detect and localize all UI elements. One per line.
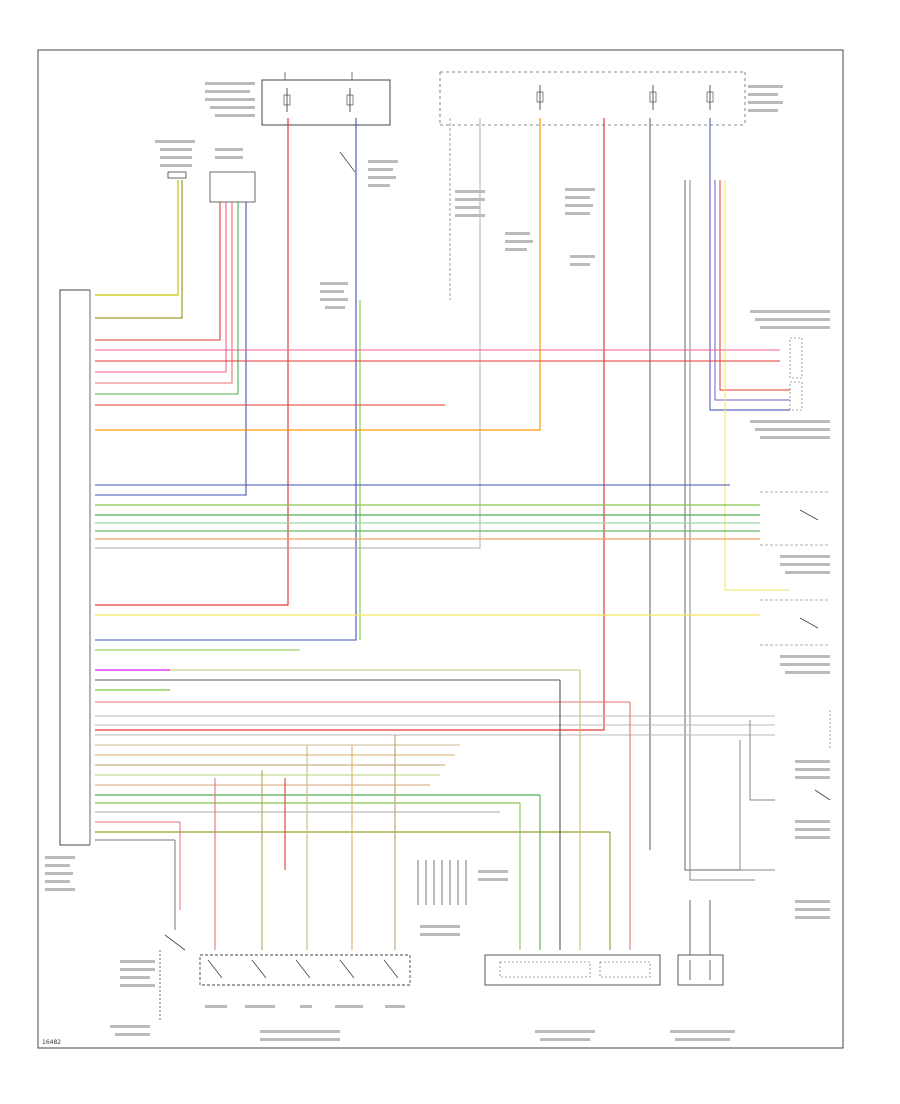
component-switch-mid [339, 151, 398, 187]
wire-orange-1 [95, 118, 541, 431]
wire-olive-1 [95, 180, 183, 319]
sensor-top-left [155, 140, 195, 179]
diagram-border [37, 49, 844, 1049]
wire-yellow-green-1 [95, 180, 179, 296]
bottom-sensor-right [670, 900, 735, 1041]
bottom-left-sensor [110, 934, 186, 1036]
bottom-switch-group [199, 954, 411, 1041]
fuse-box-right [439, 71, 783, 126]
ecu-connector [45, 289, 91, 891]
component-relay [320, 282, 348, 309]
sensor-top-mid [209, 148, 256, 203]
harness-horizontal [95, 349, 780, 841]
connector-block-center [417, 860, 508, 936]
bottom-drops [174, 670, 631, 950]
fuse-box-left [261, 72, 391, 126]
wire-red-1 [95, 118, 289, 606]
bottom-connector-mid [484, 954, 661, 1041]
fuse-box-left-caption [205, 82, 255, 117]
right-switches [760, 337, 831, 801]
footer-code: 16482 [42, 1039, 61, 1046]
right-captions [750, 310, 830, 919]
component-sensor-center [455, 188, 595, 266]
